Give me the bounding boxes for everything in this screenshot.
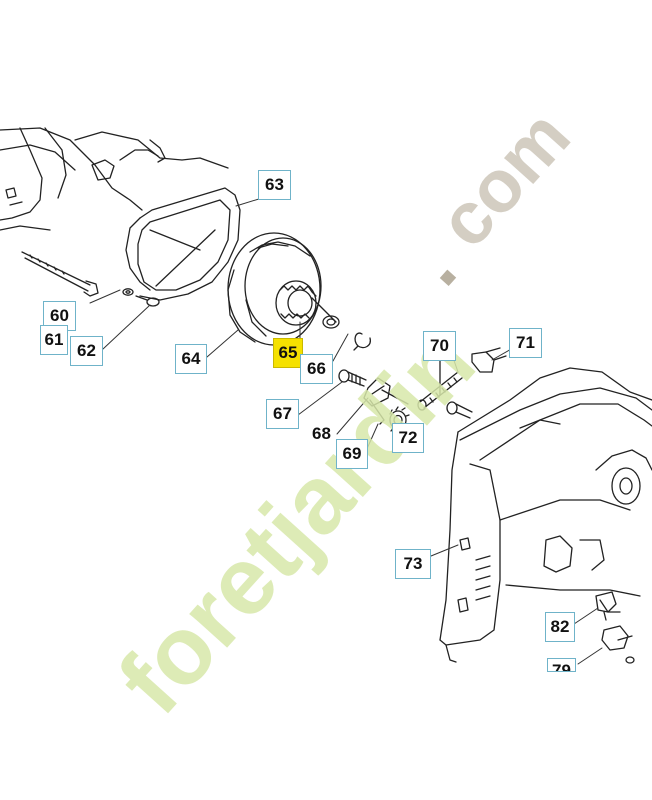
part-79 — [601, 625, 635, 664]
bracket-69 — [363, 377, 409, 425]
callout-61[interactable]: 61 — [40, 325, 68, 355]
washer-61 — [122, 288, 134, 296]
screw-67 — [338, 369, 367, 387]
callout-63[interactable]: 63 — [258, 170, 291, 200]
callout-82[interactable]: 82 — [545, 612, 575, 642]
washer-66 — [322, 315, 340, 329]
callout-62[interactable]: 62 — [70, 336, 103, 366]
callout-71[interactable]: 71 — [509, 328, 542, 358]
adjuster-screw-70 — [417, 359, 463, 411]
cover-plate-63 — [125, 187, 241, 301]
callout-79[interactable]: 79 — [547, 658, 576, 672]
circlip — [353, 332, 371, 351]
callout-72[interactable]: 72 — [392, 423, 424, 453]
leader-lines — [89, 197, 603, 665]
callout-66[interactable]: 66 — [300, 354, 333, 384]
callout-64[interactable]: 64 — [175, 344, 207, 374]
callout-65[interactable]: 65 — [273, 338, 303, 368]
engine-housing — [0, 127, 229, 231]
callout-73[interactable]: 73 — [395, 549, 431, 579]
sprocket-65 — [275, 280, 337, 326]
callout-68[interactable]: 68 — [312, 424, 331, 443]
bolt-71 — [471, 347, 507, 373]
bolt-60 — [21, 251, 99, 297]
part-82 — [595, 591, 617, 621]
callout-70[interactable]: 70 — [423, 331, 456, 361]
clutch-drum-64 — [227, 232, 322, 346]
callout-69[interactable]: 69 — [336, 439, 368, 469]
clutch-cover-73 — [439, 367, 652, 663]
screw — [446, 401, 473, 419]
callout-67[interactable]: 67 — [266, 399, 299, 429]
